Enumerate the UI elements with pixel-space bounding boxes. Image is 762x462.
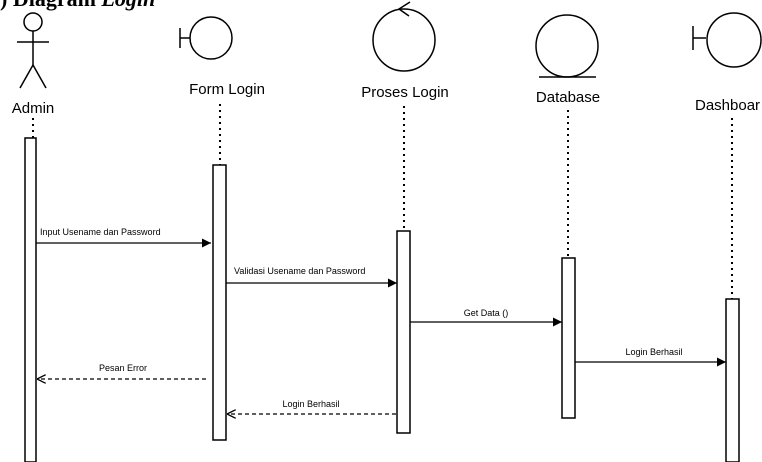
message-label: Get Data () — [464, 308, 509, 318]
page-title: ) Diagram Login — [0, 0, 155, 12]
boundary-icon — [179, 16, 233, 60]
activation-admin — [24, 137, 37, 462]
message-login-success-return: Login Berhasil — [227, 399, 396, 414]
message-label: Login Berhasil — [625, 347, 682, 357]
activation-dashboard — [725, 298, 740, 462]
participant-label-database: Database — [536, 89, 600, 106]
message-login-success-dashboard: Login Berhasil — [575, 347, 726, 367]
entity-icon — [535, 14, 599, 78]
participant-dashboard: Dashboar — [692, 12, 762, 462]
activation-form-login — [212, 164, 227, 441]
boundary-icon — [692, 12, 762, 68]
control-icon — [372, 1, 436, 72]
message-input-credentials: Input Usename dan Password — [36, 227, 211, 248]
message-error-return: Pesan Error — [37, 363, 206, 379]
message-label: Validasi Usename dan Password — [234, 266, 365, 276]
participant-admin: Admin — [12, 12, 55, 462]
message-label: Input Usename dan Password — [40, 227, 161, 237]
actor-icon — [17, 12, 49, 89]
message-get-data: Get Data () — [410, 308, 562, 327]
activation-proses-login — [396, 230, 411, 434]
participant-label-dashboard: Dashboar — [695, 97, 760, 114]
message-validate-credentials: Validasi Usename dan Password — [226, 266, 397, 288]
participant-database: Database — [535, 14, 600, 419]
participant-label-proses-login: Proses Login — [361, 84, 449, 101]
activation-database — [561, 257, 576, 419]
participant-proses-login: Proses Login — [361, 1, 449, 434]
participant-form-login: Form Login — [179, 16, 265, 441]
title-emphasis: Login — [101, 0, 155, 11]
message-label: Login Berhasil — [282, 399, 339, 409]
message-label: Pesan Error — [99, 363, 147, 373]
participant-label-admin: Admin — [12, 100, 55, 117]
title-prefix: ) Diagram — [0, 0, 101, 11]
participant-label-form-login: Form Login — [189, 81, 265, 98]
